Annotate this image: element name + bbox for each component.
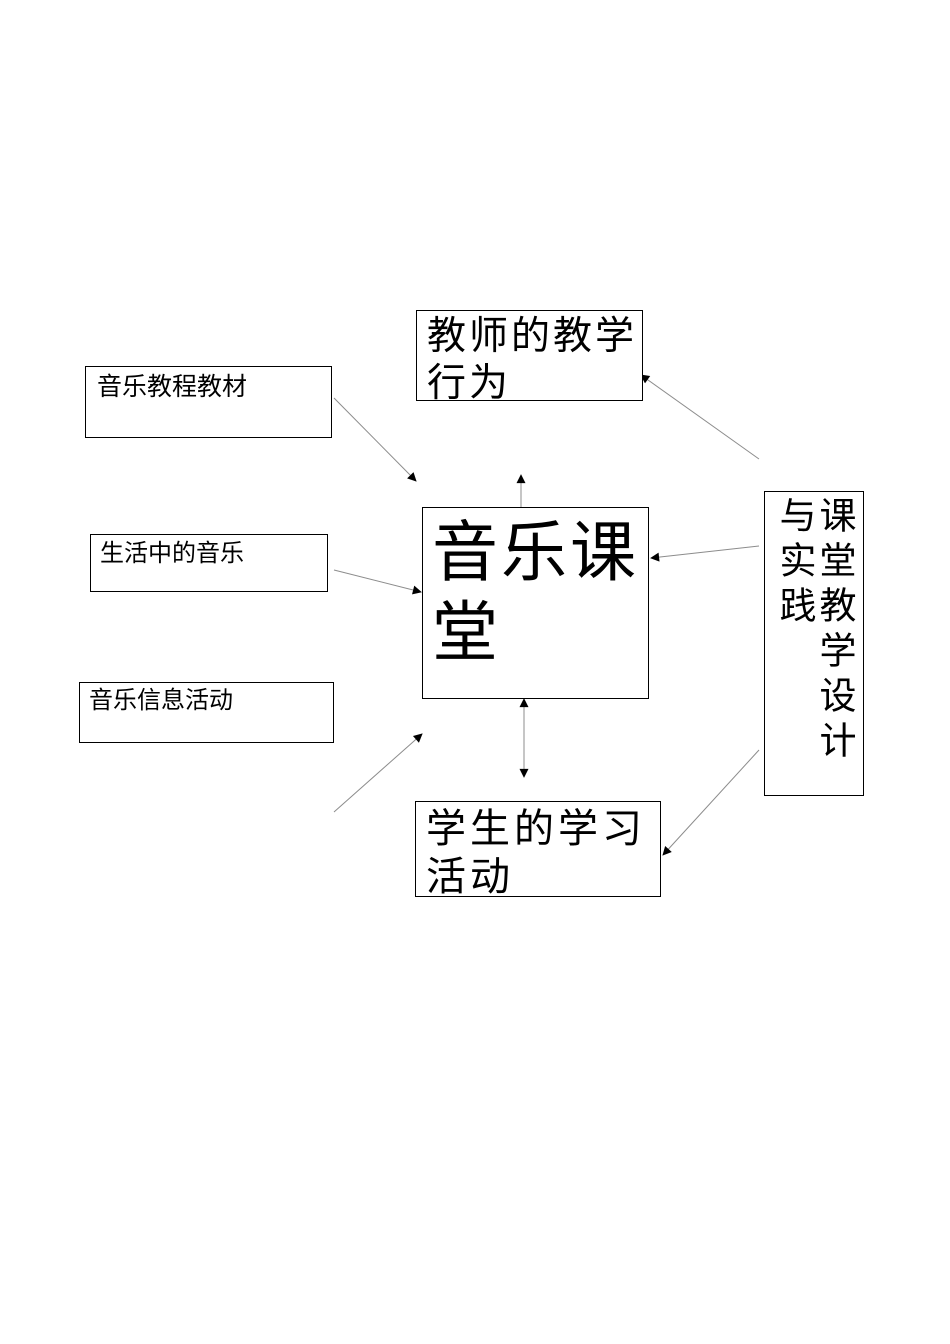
arrow-side-to-center xyxy=(650,545,760,562)
music-materials-box: 音乐教程教材 xyxy=(85,366,332,438)
classroom-design-practice-box: 课堂教学设计与实践 xyxy=(764,491,864,796)
music-info-activity-label: 音乐信息活动 xyxy=(89,686,233,714)
music-classroom-label: 音乐课 堂 xyxy=(432,514,639,671)
student-learning-box: 学生的学习 活动 xyxy=(415,801,661,900)
arrow-info-to-center xyxy=(333,733,423,813)
music-materials-label: 音乐教程教材 xyxy=(97,372,248,401)
teacher-behavior-box: 教师的教学 行为 xyxy=(416,310,643,406)
teacher-behavior-label: 教师的教学 行为 xyxy=(427,314,638,406)
classroom-design-practice-label: 课堂教学设计与实践 xyxy=(773,496,856,766)
music-in-life-label: 生活中的音乐 xyxy=(100,539,244,567)
music-info-activity-box: 音乐信息活动 xyxy=(79,682,334,743)
student-learning-label: 学生的学习 活动 xyxy=(426,806,646,900)
arrow-materials-to-center xyxy=(333,397,417,482)
music-in-life-box: 生活中的音乐 xyxy=(90,534,328,592)
music-classroom-box: 音乐课 堂 xyxy=(422,507,649,699)
arrow-side-to-teacher xyxy=(640,374,760,460)
arrow-side-to-student xyxy=(662,749,760,856)
arrow-life-to-center xyxy=(333,569,422,595)
